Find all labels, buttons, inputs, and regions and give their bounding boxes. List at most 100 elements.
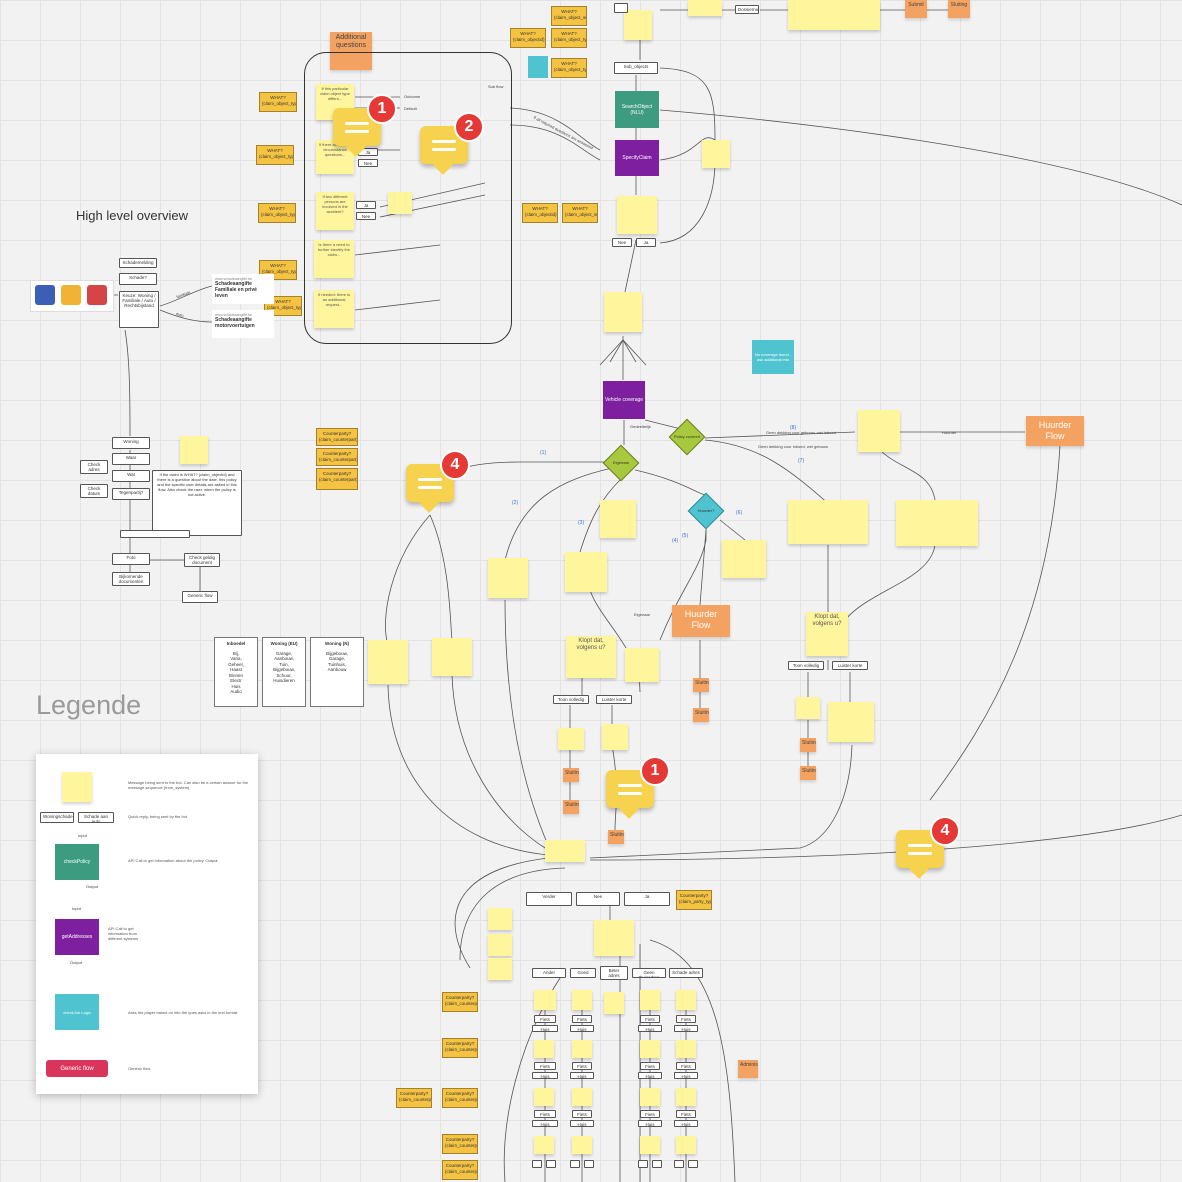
bottom-sticky-a[interactable] xyxy=(488,908,512,930)
verder-tab[interactable]: Verder xyxy=(526,892,572,906)
col5-item-e[interactable]: Fiets xyxy=(676,1110,696,1118)
luister-korte-left[interactable]: Luister korte xyxy=(596,695,632,704)
aq-label-1[interactable]: WHAT? (claim_object_type) xyxy=(259,92,297,112)
col5-sticky-2[interactable] xyxy=(676,1040,696,1058)
what-label-5[interactable]: WHAT? (claim_objectid) xyxy=(522,203,558,223)
sticky-branch-8[interactable] xyxy=(896,500,978,546)
top-yellow-label-2[interactable]: WHAT? (claim_object_subtype) xyxy=(551,6,587,26)
keuze-node[interactable]: Keuze: Woning / Familiale / Auto / Recht… xyxy=(119,291,159,328)
top-box-a[interactable] xyxy=(614,3,628,13)
col5-item-h[interactable] xyxy=(688,1160,698,1168)
col2-item-a[interactable]: Fiets xyxy=(572,1015,592,1023)
additional-questions-title[interactable]: Additional questions xyxy=(330,32,372,70)
col5-item-f[interactable]: Huis xyxy=(674,1120,698,1127)
ja-tab[interactable]: Ja xyxy=(624,892,670,906)
col4-item-d[interactable]: Huis xyxy=(638,1072,662,1079)
col1-item-b[interactable]: Huis xyxy=(532,1025,558,1032)
col4-item-e[interactable]: Fiets xyxy=(640,1110,660,1118)
schade-node[interactable]: Schade? xyxy=(119,273,157,285)
orange-small-3[interactable]: Sluiting xyxy=(563,768,579,782)
aq-label-2[interactable]: WHAT? (claim_object_type) xyxy=(256,145,294,165)
sticky-left-branch-2[interactable] xyxy=(432,638,472,676)
orange-small-4[interactable]: Sluiting xyxy=(563,800,579,814)
schademelding-node[interactable]: Schademelding xyxy=(119,258,157,268)
toon-volledig-right[interactable]: Toon volledig xyxy=(788,661,824,670)
col2-sticky-2[interactable] xyxy=(572,1040,592,1058)
sticky-branch-2[interactable] xyxy=(488,558,528,598)
col2-item-c[interactable]: Fiets xyxy=(572,1062,592,1070)
col5-sticky-4[interactable] xyxy=(676,1136,696,1154)
huurder-flow-right[interactable]: Huurder Flow xyxy=(1026,416,1084,446)
aq-branch-ja-2[interactable]: Ja xyxy=(356,201,376,209)
sticky-eigenaar-branch[interactable] xyxy=(625,648,659,682)
sticky-right-of-claim[interactable] xyxy=(702,140,730,168)
aq-branch-nee-1[interactable]: Nee xyxy=(358,159,378,167)
col4-item-g[interactable] xyxy=(638,1160,648,1168)
sticky-eigenaar-question[interactable] xyxy=(600,500,636,538)
tag-schade-adres[interactable]: Schade adres xyxy=(669,968,703,978)
generic-flow-node[interactable]: Generic flow xyxy=(182,591,218,603)
sticky-left-branch-1[interactable] xyxy=(368,640,408,684)
top-yellow-label-3[interactable]: WHAT? (claim_object_type) xyxy=(551,28,587,48)
counterparty-yel-1[interactable]: Counterparty? (claim_counterpart) xyxy=(442,992,478,1012)
col2-item-d[interactable]: Huis xyxy=(570,1072,594,1079)
col1-sticky-3[interactable] xyxy=(534,1088,554,1106)
check-adres-node[interactable]: Check adres xyxy=(80,460,108,474)
top-sticky-2[interactable] xyxy=(688,0,722,16)
top-sticky-1[interactable] xyxy=(624,10,652,40)
aq-branch-nee-2[interactable]: Nee xyxy=(356,212,376,220)
col2-item-f[interactable]: Huis xyxy=(570,1120,594,1127)
bijkomende-documenten-node[interactable]: Bijkomende documenten xyxy=(112,572,150,586)
sticky-branch-3[interactable] xyxy=(565,552,607,592)
nee-button[interactable]: Nee xyxy=(612,238,632,247)
klopt-dat-right[interactable]: Klopt dat, volgens u? xyxy=(806,612,848,656)
tag-geen-thuisadres[interactable]: Geen thuisadres xyxy=(632,968,666,978)
foto-node[interactable]: Foto xyxy=(112,553,150,565)
yellow-stack-3[interactable]: Counterparty? (claim_counterpart) xyxy=(316,468,358,490)
check-document-node[interactable]: Check geldig document xyxy=(184,553,220,567)
aq-small-sticky[interactable] xyxy=(388,192,412,214)
top-yellow-label-4[interactable]: WHAT? (claim_object_type) xyxy=(551,58,587,78)
left-flow-link[interactable] xyxy=(120,530,190,538)
sticky-branch-7[interactable] xyxy=(788,500,868,544)
dossier-node[interactable]: Dossiernummer xyxy=(735,5,759,14)
nee-tab[interactable]: Nee xyxy=(576,892,620,906)
yellow-stack-1[interactable]: Counterparty? (claim_counterpart) xyxy=(316,428,358,446)
top-yellow-label-1[interactable]: WHAT? (claim_objectid) xyxy=(510,28,546,48)
vehicle-coverage-api[interactable]: Vehicle coverage xyxy=(603,381,645,419)
admin-node[interactable]: Administratief xyxy=(738,1060,758,1078)
counterparty-yel-2[interactable]: Counterparty? (claim_counterpart) xyxy=(442,1038,478,1058)
sticky-after-luister[interactable] xyxy=(602,724,628,750)
sticky-after-toon-right[interactable] xyxy=(796,697,820,719)
card-motorvoertuigen[interactable]: www.schadeaangifte.be Schadeaangifte mot… xyxy=(212,310,274,338)
ja-button[interactable]: Ja xyxy=(636,238,656,247)
aq-condition-3[interactable]: If two different persons are involved in… xyxy=(316,192,354,230)
col4-sticky-1[interactable] xyxy=(640,990,660,1010)
info-teal-note[interactable]: No coverage found - ask additional info xyxy=(752,340,794,374)
col5-sticky-1[interactable] xyxy=(676,990,696,1010)
col2-item-e[interactable]: Fiets xyxy=(572,1110,592,1118)
col5-item-c[interactable]: Fiets xyxy=(676,1062,696,1070)
orange-small-7[interactable]: Sluiting xyxy=(800,766,816,780)
sticky-after-toon[interactable] xyxy=(558,728,584,750)
col2-item-h[interactable] xyxy=(584,1160,594,1168)
specify-claim-api[interactable]: SpecifyClaim xyxy=(615,140,659,176)
orange-small-6[interactable]: Sluiting xyxy=(800,738,816,752)
sticky-below-claim[interactable] xyxy=(617,196,657,234)
klopt-dat-left[interactable]: Klopt dat, volgens u? xyxy=(566,636,616,678)
col5-item-b[interactable]: Huis xyxy=(674,1025,698,1032)
col1-sticky-2[interactable] xyxy=(534,1040,554,1058)
col2-sticky-1[interactable] xyxy=(572,990,592,1010)
top-teal-note[interactable] xyxy=(528,56,548,78)
wat-node[interactable]: Wat xyxy=(112,470,150,482)
huurder-flow-center[interactable]: Huurder Flow xyxy=(672,605,730,637)
col5-item-d[interactable]: Huis xyxy=(674,1072,698,1079)
col3-sticky-1[interactable] xyxy=(604,992,624,1014)
col1-item-e[interactable]: Fiets xyxy=(534,1110,556,1118)
merge-sticky[interactable] xyxy=(545,840,585,862)
col2-sticky-3[interactable] xyxy=(572,1088,592,1106)
col1-sticky-1[interactable] xyxy=(534,990,556,1010)
col5-sticky-3[interactable] xyxy=(676,1088,696,1106)
bottom-sticky-b[interactable] xyxy=(488,934,512,956)
aq-condition-5[interactable]: If needed: there is an additional reques… xyxy=(314,290,354,328)
